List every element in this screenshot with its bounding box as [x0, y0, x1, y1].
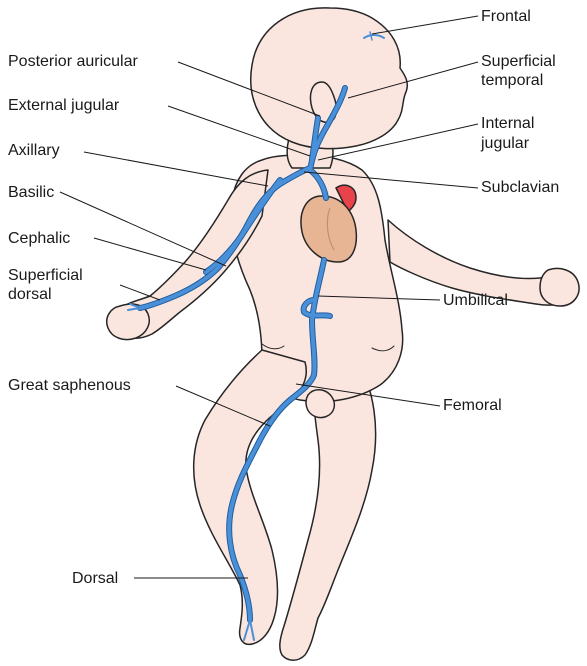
label-femoral: Femoral — [443, 396, 502, 415]
label-subclavian: Subclavian — [481, 178, 559, 197]
genitals — [306, 390, 334, 418]
label-umbilical: Umbilical — [443, 291, 508, 310]
label-superficial-dorsal-line1: Superficial — [8, 266, 83, 285]
label-internal-jugular-line2: jugular — [481, 134, 529, 153]
label-frontal: Frontal — [481, 7, 531, 26]
label-superficial-dorsal-line2: dorsal — [8, 285, 52, 304]
label-posterior-auricular: Posterior auricular — [8, 52, 138, 71]
label-axillary: Axillary — [8, 141, 60, 160]
label-superficial-temporal-line2: temporal — [481, 71, 543, 90]
label-internal-jugular-line1: Internal — [481, 114, 534, 133]
label-superficial-temporal-line1: Superficial — [481, 52, 556, 71]
label-external-jugular: External jugular — [8, 96, 119, 115]
right-hand — [540, 269, 579, 307]
label-dorsal: Dorsal — [72, 569, 118, 588]
label-basilic: Basilic — [8, 183, 54, 202]
label-cephalic: Cephalic — [8, 229, 70, 248]
label-great-saphenous: Great saphenous — [8, 376, 131, 395]
